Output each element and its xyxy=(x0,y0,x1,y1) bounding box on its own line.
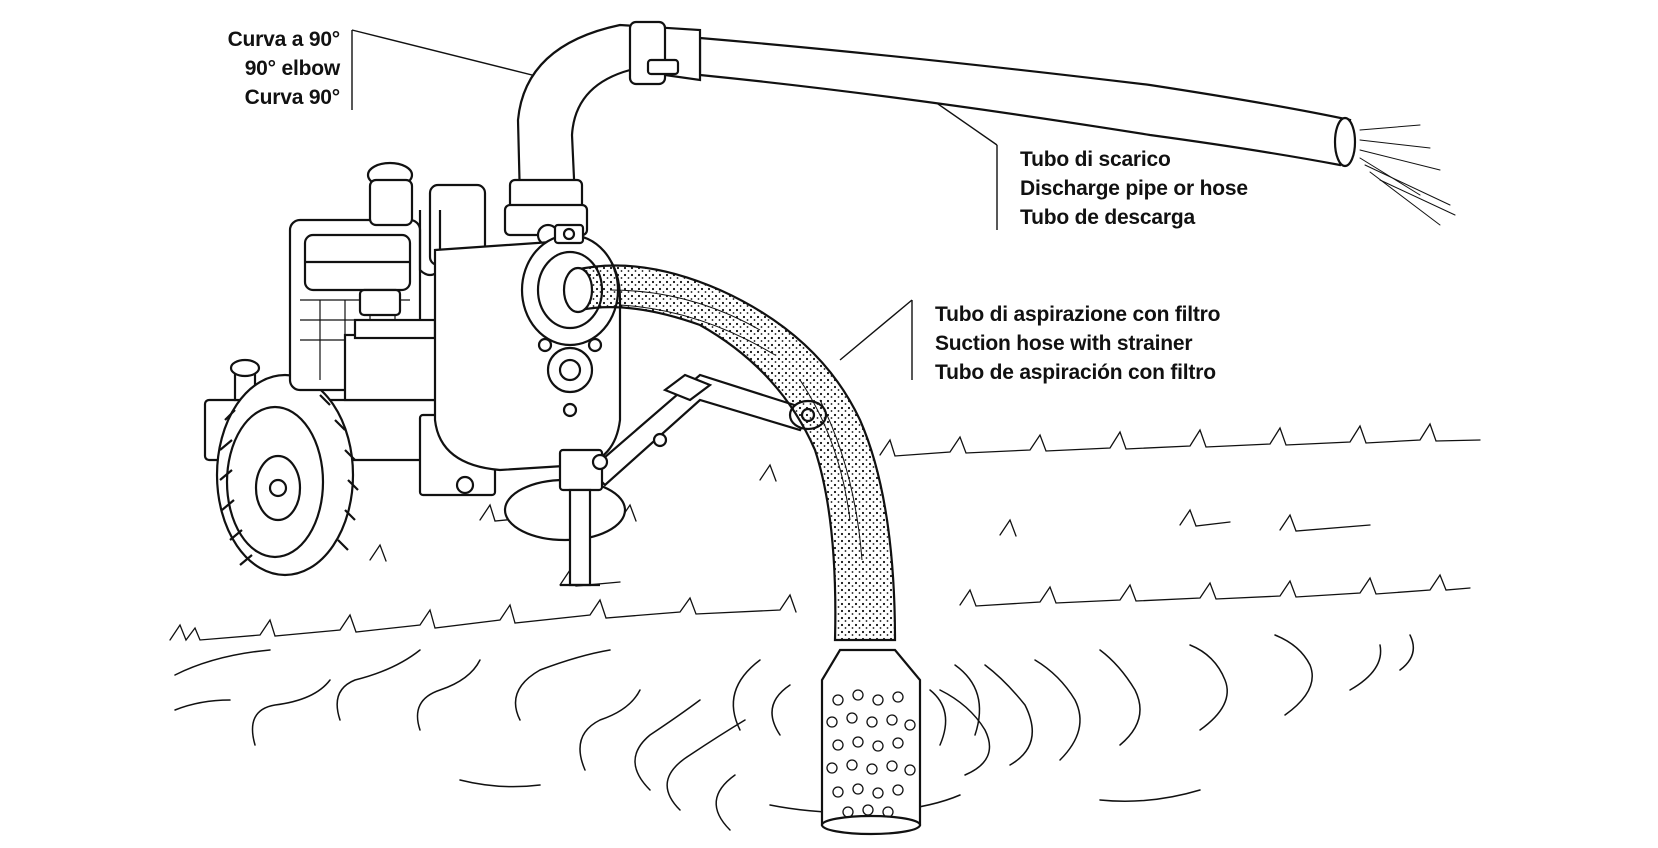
suction-label: Tubo di aspirazione con filtro Suction h… xyxy=(935,300,1220,387)
water-spray xyxy=(1359,124,1456,226)
elbow-leader-line xyxy=(351,29,553,110)
suction-label-it: Tubo di aspirazione con filtro xyxy=(935,303,1221,326)
pump-trailer xyxy=(203,358,497,577)
suction-hose xyxy=(562,264,897,642)
elbow-label-es: Curva 90° xyxy=(244,86,341,109)
engine xyxy=(288,161,487,402)
suction-label-en: Suction hose with strainer xyxy=(935,332,1193,355)
discharge-label-es: Tubo de descarga xyxy=(1020,206,1195,229)
pond-water xyxy=(174,634,1415,831)
elbow-label-it: Curva a 90° xyxy=(227,28,341,51)
elbow-label-en: 90° elbow xyxy=(244,57,340,80)
suction-label-es: Tubo de aspiración con filtro xyxy=(935,361,1216,384)
strainer xyxy=(820,648,922,836)
discharge-label-it: Tubo di scarico xyxy=(1020,148,1171,171)
discharge-hose xyxy=(698,36,1357,168)
elbow-pipe xyxy=(503,20,702,247)
grass-ground xyxy=(169,422,1481,642)
suction-leader-line xyxy=(839,299,913,380)
elbow-label: Curva a 90° 90° elbow Curva 90° xyxy=(227,25,341,112)
discharge-label: Tubo di scarico Discharge pipe or hose T… xyxy=(1020,145,1248,232)
discharge-label-en: Discharge pipe or hose xyxy=(1020,177,1248,200)
